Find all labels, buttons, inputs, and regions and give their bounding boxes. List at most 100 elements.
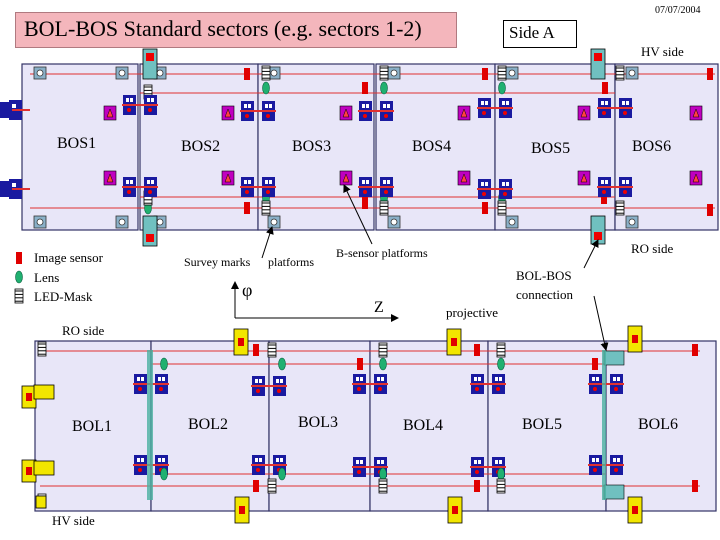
z-axis-label: Z — [374, 299, 384, 316]
platform-pad — [596, 458, 599, 462]
platform-pad — [280, 458, 283, 462]
bol-chamber-3 — [268, 340, 371, 512]
image-sensor — [253, 480, 259, 492]
platform-pad — [151, 98, 154, 102]
bol-chamber-5 — [487, 340, 607, 512]
image-sensor — [244, 68, 250, 80]
platform-pad — [276, 458, 279, 462]
bos-chambers — [21, 63, 719, 231]
sensor-platform — [251, 376, 287, 396]
platform-dot — [245, 114, 249, 118]
platform-pad — [356, 377, 359, 381]
platform-dot — [277, 389, 281, 393]
platform-pad — [474, 377, 477, 381]
platform-dot — [614, 468, 618, 472]
bol-hv-side-label: HV side — [52, 513, 95, 528]
platform-pad — [276, 379, 279, 383]
chamber-label-bol4: BOL4 — [403, 417, 443, 434]
platform-dot — [378, 387, 382, 391]
date-label: 07/07/2004 — [655, 5, 701, 16]
led-mask-frame — [37, 341, 47, 357]
chamber-label-bos6: BOS6 — [632, 138, 672, 155]
platform-pad — [269, 180, 272, 184]
platform-pad — [158, 458, 161, 462]
led-mask — [615, 65, 625, 81]
lens — [262, 81, 270, 95]
platform-pad — [605, 180, 608, 184]
platform-pad — [147, 180, 150, 184]
bos-hv-side-label: HV side — [641, 44, 684, 59]
image-sensor — [244, 202, 250, 214]
bol-bos-label-1: BOL-BOS — [516, 268, 572, 283]
lens — [497, 357, 505, 371]
survey-mark-dot — [36, 69, 44, 77]
platform-pad — [360, 460, 363, 464]
phi-axis-label: φ — [242, 280, 253, 300]
led-mask — [267, 342, 277, 358]
platform-pad — [617, 377, 620, 381]
bol-chamber-2 — [150, 340, 270, 512]
bol-bos-label-2: connection — [516, 287, 574, 302]
b-sensor-mark — [692, 173, 700, 183]
led-mask-frame — [378, 342, 388, 358]
platform-dot — [593, 468, 597, 472]
platform-pad — [601, 101, 604, 105]
image-sensor — [707, 68, 713, 80]
chamber-label-bol6: BOL6 — [638, 416, 678, 433]
platform-dot — [593, 387, 597, 391]
projective-platform — [33, 384, 55, 400]
bol-connector — [603, 484, 625, 500]
lens — [160, 357, 168, 371]
survey-mark-dot — [628, 218, 636, 226]
led-mask-frame — [267, 342, 277, 358]
chamber-label-bol1: BOL1 — [72, 418, 112, 435]
platform-pad — [613, 458, 616, 462]
b-sensor-mark — [692, 108, 700, 118]
b-sensor-mark — [342, 108, 350, 118]
led-mask — [261, 65, 271, 81]
platform-dot — [138, 468, 142, 472]
b-sensor-arrow — [343, 184, 373, 245]
platform-pad — [244, 180, 247, 184]
platform-pad — [244, 104, 247, 108]
platform-pad — [474, 460, 477, 464]
image-sensor — [482, 68, 488, 80]
platform-dot — [357, 470, 361, 474]
sensor-platform — [358, 177, 394, 197]
platform-pad — [255, 458, 258, 462]
platform-pad — [617, 458, 620, 462]
lens — [498, 81, 506, 95]
platform-pad — [622, 180, 625, 184]
platform-pad — [622, 101, 625, 105]
survey-mark-dot — [156, 218, 164, 226]
connector-sensor — [594, 232, 602, 240]
platform-pad — [381, 460, 384, 464]
platform-dot — [127, 190, 131, 194]
chamber-label-bos3: BOS3 — [292, 138, 332, 155]
legend-lens: Lens — [34, 270, 60, 285]
platform-pad — [259, 458, 262, 462]
b-sensor-mark — [580, 173, 588, 183]
image-sensor — [592, 358, 598, 370]
platform-pad — [626, 180, 629, 184]
platform-pad — [255, 379, 258, 383]
projective-label: projective — [446, 305, 498, 320]
led-mask-frame — [615, 200, 625, 216]
platform-dot — [384, 114, 388, 118]
platform-pad — [605, 101, 608, 105]
platform-dot — [127, 108, 131, 112]
image-sensor — [707, 204, 713, 216]
lens — [278, 357, 286, 371]
platform-dot — [266, 190, 270, 194]
led-mask-frame — [497, 65, 507, 81]
survey-mark-dot — [270, 69, 278, 77]
projective-sensor — [451, 338, 457, 346]
platform-pad — [502, 182, 505, 186]
bos-chamber-3 — [257, 63, 375, 231]
bos-chamber-1 — [21, 63, 139, 231]
projective-platform — [33, 460, 55, 476]
connector-sensor — [146, 234, 154, 242]
survey-mark-dot — [508, 218, 516, 226]
